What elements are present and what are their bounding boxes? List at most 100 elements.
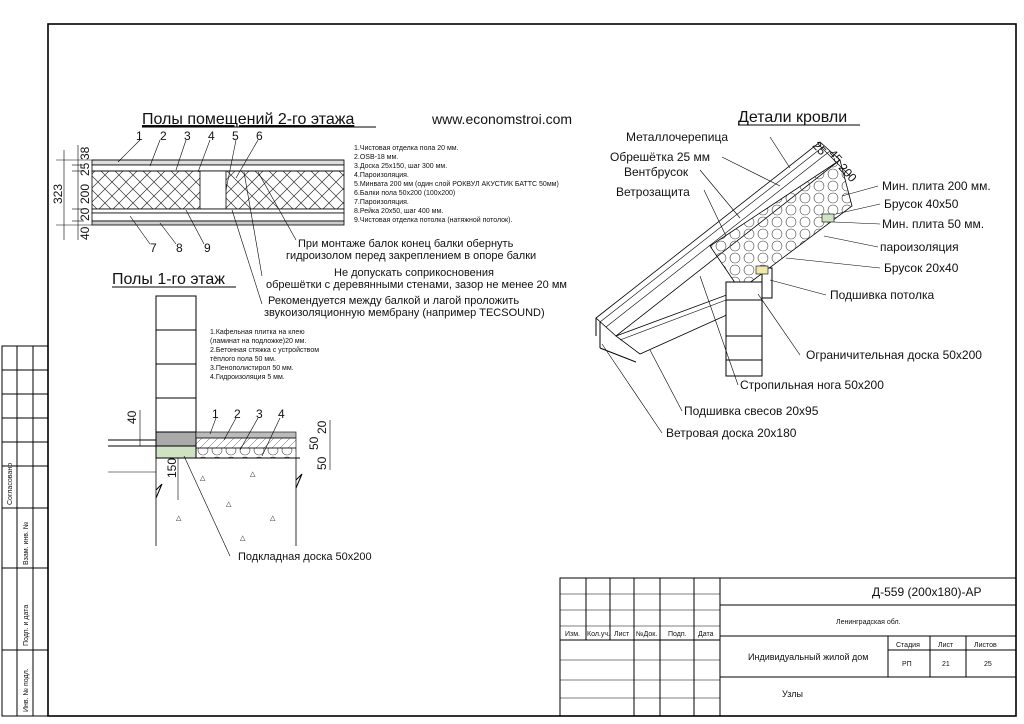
svg-text:4.Пароизоляция.: 4.Пароизоляция. [354,172,409,179]
svg-text:2.Бетонная стяжка с устройство: 2.Бетонная стяжка с устройством [210,346,319,354]
floor1-callout-1: 1 [212,407,219,421]
svg-text:2.OSB-18 мм.: 2.OSB-18 мм. [354,154,398,161]
floor2-callout-9: 9 [204,241,211,255]
svg-text:обрешётки с деревянными стенам: обрешётки с деревянными стенами, зазор н… [266,279,567,291]
svg-text:Брусок 40х50: Брусок 40х50 [884,197,959,211]
svg-text:△: △ [270,515,276,522]
roof-section [595,136,881,434]
svg-text:3.Пенополистирол 50 мм.: 3.Пенополистирол 50 мм. [210,365,294,372]
floor2-callout-3: 3 [184,129,191,143]
svg-text:6.Балки пола 50х200 (100х200): 6.Балки пола 50х200 (100х200) [354,190,455,197]
svg-text:Мин. плита 200 мм.: Мин. плита 200 мм. [882,179,991,193]
floor2-dim-200: 200 [78,184,92,204]
svg-text:5.Минвата 200 мм (один слой РО: 5.Минвата 200 мм (один слой РОКВУЛ АКУСТ… [354,180,559,188]
floor1-dim-40: 40 [125,410,139,424]
roof-labels-left: Металлочерепица Обрешётка 25 мм Вентбрус… [610,130,728,199]
floor1-callout-2: 2 [234,407,241,421]
floor2-callout-8: 8 [176,241,183,255]
floor1-board-label: Подкладная доска 50х200 [238,551,372,563]
tb-stage: РП [902,661,912,668]
tb-header-list: Лист [614,631,630,638]
svg-text:пароизоляция: пароизоляция [880,240,959,254]
stamp-sign-date: Подп. и дата [23,605,30,646]
floor2-notes: При монтаже балок конец балки обернуть г… [264,238,567,319]
svg-text:Рекомендуется между балкой и л: Рекомендуется между балкой и лагой проло… [268,295,519,307]
stamp-replace-inv: Взам. инв. № [23,522,30,565]
svg-text:3.Доска 25х150, шаг 300 мм.: 3.Доска 25х150, шаг 300 мм. [354,163,447,170]
stamp-agreed: Согласовано [7,463,14,505]
floor2-callout-6: 6 [256,129,263,143]
svg-text:гидроизолом перед закреплением: гидроизолом перед закреплением в опоре б… [286,250,536,262]
floor1-callout-4: 4 [278,407,285,421]
floor2-dim-323: 323 [51,184,65,204]
svg-text:△: △ [240,535,246,542]
svg-text:Подшивка потолка: Подшивка потолка [830,288,934,302]
svg-text:Ветровая доска 20х180: Ветровая доска 20х180 [666,426,797,440]
stamp-inv-orig: Инв. № подл. [23,668,30,712]
svg-text:Металлочерепица: Металлочерепица [626,130,728,144]
roof-title: Детали кровли [738,109,847,126]
svg-text:Ограничительная доска 50х200: Ограничительная доска 50х200 [806,348,982,362]
floor2-callout-4: 4 [208,129,215,143]
svg-text:9.Чистовая отделка потолка (на: 9.Чистовая отделка потолка (натяжной пот… [354,216,512,224]
tb-sheet-header: Лист [938,642,954,649]
tb-location: Ленинградская обл. [836,618,901,626]
svg-text:Подшивка свесов 20х95: Подшивка свесов 20х95 [684,404,819,418]
side-stamp [1,345,49,717]
watermark: www.economstroi.com [431,111,572,127]
tb-stage-header: Стадия [896,642,920,649]
floor1-callout-3: 3 [256,407,263,421]
tb-sheet: 21 [942,661,950,668]
floor2-dim-40: 40 [78,226,92,240]
floor2-dim-25: 25 [78,162,92,176]
tb-header-ndoc: №Док. [636,631,657,638]
svg-text:Не допускать соприкосновения: Не допускать соприкосновения [334,267,494,279]
floor2-callout-5: 5 [232,129,239,143]
floor2-section [56,139,345,305]
floor1-legend: 1.Кафельная плитка на клею (ламинат на п… [210,329,319,381]
tb-code: Д-559 (200х180)-АР [872,585,982,599]
svg-text:1.Чистовая отделка пола 20 мм.: 1.Чистовая отделка пола 20 мм. [354,145,459,152]
svg-text:△: △ [200,475,206,482]
svg-text:Обрешётка 25 мм: Обрешётка 25 мм [610,150,710,164]
tb-header-izm: Изм. [565,631,580,638]
tb-header-koluch: Кол.уч. [587,631,610,638]
floor2-legend: 1.Чистовая отделка пола 20 мм. 2.OSB-18 … [354,145,559,224]
floor2-dim-38: 38 [78,146,92,160]
svg-text:1.Кафельная плитка на клею: 1.Кафельная плитка на клею [210,329,305,336]
svg-text:Вентбрусок: Вентбрусок [624,165,689,179]
svg-text:Ветрозащита: Ветрозащита [616,185,690,199]
title-block [559,577,1017,717]
svg-text:8.Рейка 20х50, шаг 400 мм.: 8.Рейка 20х50, шаг 400 мм. [354,207,443,215]
tb-header-podp: Подп. [668,631,687,638]
svg-text:Мин. плита 50 мм.: Мин. плита 50 мм. [882,217,984,231]
floor2-callout-7: 7 [150,241,157,255]
floor2-dim-20: 20 [78,207,92,221]
floor2-callout-2: 2 [160,129,167,143]
floor1-dim-150: 150 [165,458,179,478]
svg-text:При монтаже балок конец балки: При монтаже балок конец балки обернуть [298,238,514,250]
tb-project: Индивидуальный жилой дом [748,652,868,662]
svg-text:звукоизоляционную мембрану (на: звукоизоляционную мембрану (например TEC… [264,307,545,319]
floor2-callout-1: 1 [136,129,143,143]
svg-text:△: △ [226,501,232,508]
floor1-section: △ △ △ △ △ △ [108,295,331,557]
tb-sheets-header: Листов [974,642,997,649]
svg-text:Стропильная нога 50х200: Стропильная нога 50х200 [740,378,884,392]
svg-text:△: △ [176,515,182,522]
roof-labels-right: Мин. плита 200 мм. Брусок 40х50 Мин. пли… [666,179,991,440]
svg-text:△: △ [250,471,256,478]
svg-text:Брусок 20х40: Брусок 20х40 [884,261,959,275]
floor1-dim-20: 20 [315,420,329,434]
svg-text:4.Гидроизоляция 5 мм.: 4.Гидроизоляция 5 мм. [210,374,285,381]
tb-header-data: Дата [698,631,714,638]
floor2-title: Полы помещений 2-го этажа [142,111,354,128]
floor1-dim-50a: 50 [307,436,321,450]
floor1-title: Полы 1-го этаж [112,271,225,288]
floor1-dim-50b: 50 [315,456,329,470]
svg-text:(ламинат на подложке)20 мм.: (ламинат на подложке)20 мм. [210,338,306,345]
svg-text:7.Пароизоляция.: 7.Пароизоляция. [354,199,409,206]
tb-sheets: 25 [984,661,992,668]
tb-sheet-name: Узлы [782,689,803,699]
